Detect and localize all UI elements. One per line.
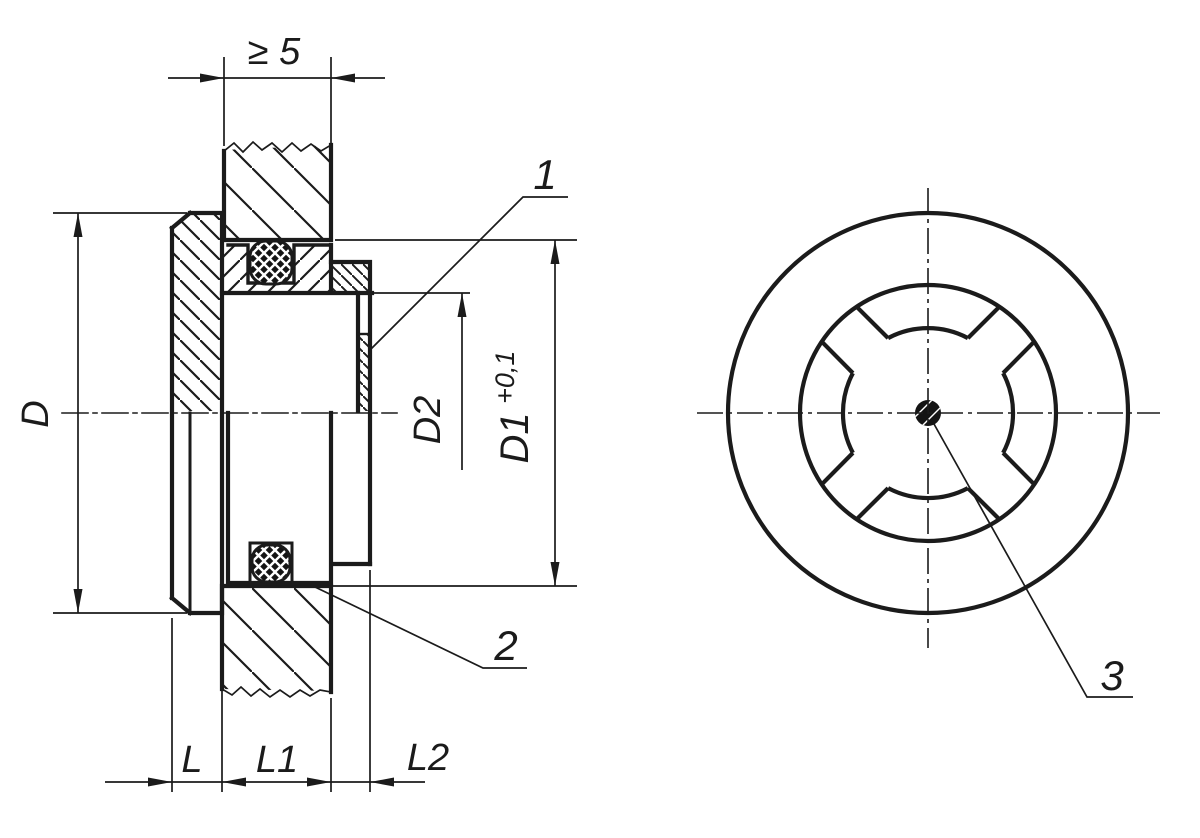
arrowhead <box>222 777 246 787</box>
left-section-view <box>61 140 398 699</box>
dim-label-D1-main: D1 <box>493 412 537 463</box>
upper-wall-section <box>221 140 334 243</box>
dim-label-L1: L1 <box>256 739 298 781</box>
dimensions: ≥ 5 D D2 D1 +0,1 <box>15 31 577 792</box>
arrowhead <box>457 293 467 317</box>
sight-glass-section <box>328 259 373 567</box>
lower-wall-section <box>219 583 334 699</box>
arrowhead <box>370 777 394 787</box>
center-reflector-dot <box>915 400 941 426</box>
break-line-top <box>222 140 333 154</box>
arrowhead <box>73 589 83 613</box>
dim-wall-thickness: ≥ 5 <box>168 31 385 146</box>
dim-label-D: D <box>15 400 57 427</box>
dim-outer-diameter: D <box>15 212 187 614</box>
arrowhead <box>550 240 560 264</box>
arrowhead <box>331 73 355 83</box>
dim-label-D1: D1 +0,1 <box>490 351 537 464</box>
dim-length-chain: L L1 L2 <box>105 570 449 792</box>
oring-seal-bottom <box>250 543 292 584</box>
front-view <box>697 188 1160 648</box>
dim-label-L: L <box>181 739 202 781</box>
dim-label-D2: D2 <box>407 396 449 445</box>
callout-1-label: 1 <box>533 151 556 198</box>
callouts: 1 2 3 <box>314 151 1133 699</box>
callout-2: 2 <box>314 586 527 669</box>
dim-label-min-wall: ≥ 5 <box>248 31 301 73</box>
arrowhead <box>307 777 331 787</box>
break-line-bottom <box>220 685 332 699</box>
dim-label-D1-tolerance: +0,1 <box>490 351 520 404</box>
arrowhead <box>200 73 224 83</box>
arrowhead <box>73 213 83 237</box>
callout-2-label: 2 <box>493 622 517 669</box>
oring-seal-top <box>248 239 294 286</box>
callout-1: 1 <box>370 151 568 350</box>
cross-slot-contour <box>820 305 1036 521</box>
callout-3-label: 3 <box>1100 652 1123 699</box>
callout-3: 3 <box>933 423 1133 699</box>
dim-label-L2: L2 <box>407 737 449 779</box>
arrowhead <box>148 777 172 787</box>
retaining-flange <box>169 210 225 616</box>
arrowhead <box>550 562 560 586</box>
dim-bore-diameter: D1 +0,1 <box>333 239 577 587</box>
dim-window-diameter: D2 <box>374 292 470 470</box>
housing-outside-view <box>225 410 373 586</box>
